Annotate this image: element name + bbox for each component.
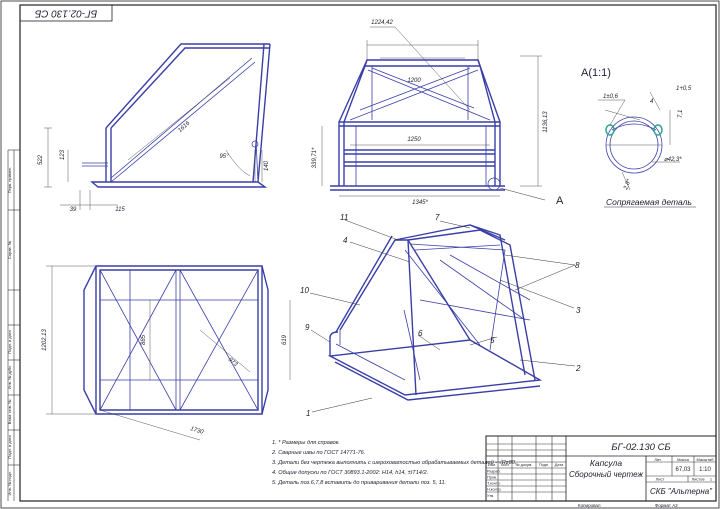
callout: 1 bbox=[306, 409, 310, 418]
callout: 11 bbox=[340, 213, 348, 222]
note-line: 5. Деталь поз.6,7,8 вставить до приварив… bbox=[272, 480, 446, 486]
tb-header: Подп. bbox=[539, 463, 549, 467]
dim-label: 1345* bbox=[412, 200, 428, 206]
tb-sheets-count: 1 bbox=[710, 477, 713, 482]
callout: 8 bbox=[575, 261, 580, 270]
dim-label: ⌀42,3* bbox=[664, 157, 682, 163]
tb-mass: 67,03 bbox=[675, 467, 691, 473]
strip-label: Взам. инв. № bbox=[7, 400, 12, 425]
left-strip: Перв. примен. Справ. № Подп. и дата Инв.… bbox=[7, 149, 20, 501]
tb-sheet-label: Лист bbox=[656, 477, 665, 482]
tb-name: Капсула bbox=[590, 458, 622, 468]
section-label: А bbox=[556, 195, 564, 207]
tb-header: Лист bbox=[501, 463, 510, 467]
dim-label: 1±0,6 bbox=[603, 94, 619, 100]
rotated-stamp-text: БГ-02.130 СБ bbox=[34, 7, 97, 18]
title-block: БГ-02.130 СБ Капсула Сборочный чертеж Ли… bbox=[485, 435, 717, 508]
dim-label: 7,1 bbox=[678, 110, 684, 118]
tb-designation: БГ-02.130 СБ bbox=[611, 442, 670, 453]
dim-label: 522 bbox=[38, 154, 44, 165]
detail-a: А(1:1) 1±0,6 1+0,5 7,1 ⌀42,3* 2,8* 4 Соп… bbox=[581, 67, 696, 208]
tb-role: Разраб. bbox=[487, 470, 501, 474]
dim-label: 39 bbox=[70, 207, 77, 213]
note-line: 1. * Размеры для справок. bbox=[272, 440, 340, 446]
plan-view: 1202,13 885 619 1730 973 bbox=[42, 265, 291, 441]
note-line: 4. Общие допуски по ГОСТ 30893.1-2002: H… bbox=[272, 470, 428, 476]
strip-label: Перв. примен. bbox=[7, 167, 12, 194]
dim-label: 1250 bbox=[407, 137, 421, 143]
detail-title: А(1:1) bbox=[581, 67, 611, 79]
dim-label: 123 bbox=[60, 149, 66, 160]
tb-format: Формат A2 bbox=[655, 503, 678, 508]
tb-header: Дата bbox=[555, 463, 564, 467]
detail-caption: Сопрягаемая деталь bbox=[606, 197, 692, 207]
callout: 7 bbox=[435, 213, 440, 222]
dim-label: 885 bbox=[141, 334, 147, 345]
tb-doctype: Сборочный чертеж bbox=[569, 470, 643, 479]
dim-label: 115 bbox=[115, 207, 125, 213]
callout: 4 bbox=[343, 236, 348, 245]
callout: 5 bbox=[490, 336, 495, 345]
strip-label: Инв. № подл. bbox=[7, 471, 12, 496]
dim-label: 619 bbox=[282, 334, 288, 345]
side-view: 522 123 39 115 1616 95° 140 bbox=[38, 43, 271, 213]
strip-label: Подп. и дата bbox=[7, 329, 12, 353]
tb-header: № докум. bbox=[516, 463, 533, 467]
dim-label: 1202,13 bbox=[42, 329, 48, 351]
note-line: 3. Детали без чертежа выполнить с шерохо… bbox=[272, 459, 516, 466]
weld-right bbox=[653, 124, 663, 136]
callout: 10 bbox=[300, 286, 309, 295]
callout: 6 bbox=[418, 329, 423, 338]
dim-label: 2,8* bbox=[623, 178, 633, 192]
dim-label: 1+0,5 bbox=[676, 86, 692, 92]
strip-label: Подп. и дата bbox=[7, 434, 12, 458]
dim-label: 1730 bbox=[189, 426, 204, 436]
tb-role: Пров. bbox=[487, 476, 497, 480]
iso-view: 1 2 3 4 5 6 7 8 9 10 11 bbox=[300, 213, 581, 418]
dim-label: 140 bbox=[264, 160, 270, 171]
callout: 2 bbox=[575, 364, 581, 373]
strip-label: Инв. № дубл. bbox=[7, 365, 12, 390]
tb-sheets-label: Листов bbox=[692, 477, 705, 482]
tb-org: СКБ "Альтерна" bbox=[650, 487, 713, 496]
callout: 3 bbox=[576, 306, 581, 315]
dim-label: 339,71* bbox=[312, 147, 318, 168]
note-line: 2. Сварные швы по ГОСТ 14771-76. bbox=[271, 450, 365, 456]
tb-role: Утв. bbox=[487, 494, 494, 498]
tb-scale: 1:10 bbox=[699, 467, 711, 473]
dim-label: 1616 bbox=[177, 120, 191, 134]
rotated-stamp-box bbox=[19, 4, 113, 22]
front-view: 1224,42 1200 1250 1136,13 339,71* 1345* … bbox=[312, 20, 564, 207]
tb-mass-label: Масса bbox=[677, 457, 690, 462]
tb-scale-label: Масштаб bbox=[696, 457, 714, 462]
callout: 9 bbox=[305, 323, 310, 332]
dim-label: 1224,42 bbox=[371, 20, 393, 26]
dim-label: 1136,13 bbox=[543, 111, 549, 133]
tb-lit-label: Лит. bbox=[654, 457, 661, 462]
notes: 1. * Размеры для справок. 2. Сварные швы… bbox=[271, 440, 516, 486]
dim-label: 4 bbox=[650, 99, 654, 105]
tb-copied: Копировал bbox=[578, 503, 601, 508]
strip-label: Справ. № bbox=[7, 241, 12, 259]
tb-role: Н.контр. bbox=[487, 488, 502, 492]
dim-label: 1200 bbox=[407, 78, 421, 84]
tb-header: Изм. bbox=[488, 463, 496, 467]
tb-role: Т.контр. bbox=[487, 482, 501, 486]
inner-frame bbox=[19, 4, 717, 502]
dim-label: 95° bbox=[219, 154, 229, 160]
dim-label: 973 bbox=[227, 357, 239, 368]
